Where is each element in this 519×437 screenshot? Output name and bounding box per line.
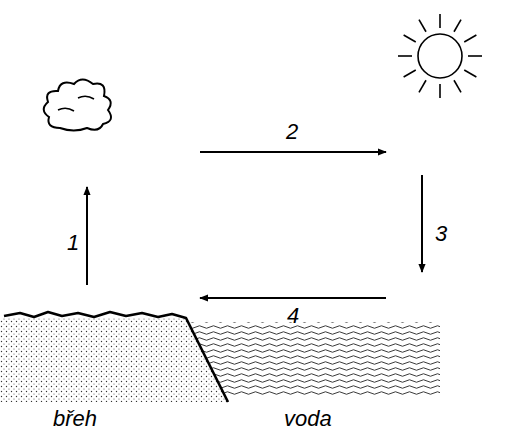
sun-ray	[439, 84, 441, 98]
sun-ray	[439, 14, 441, 28]
cloud-outline	[44, 80, 111, 131]
callout-number: 3	[435, 223, 447, 245]
sun-ray	[468, 55, 482, 57]
region-label: břeh	[53, 408, 97, 430]
sun-ray	[419, 20, 426, 32]
arrow-4	[200, 297, 386, 299]
callout-number: 2	[286, 121, 298, 143]
sun-ray	[404, 70, 416, 77]
sun-rays	[398, 14, 482, 98]
region-label: voda	[284, 408, 332, 430]
sun-ray	[404, 35, 416, 42]
sun-disc	[418, 34, 462, 78]
sun-ray	[454, 20, 461, 32]
callout-number: 4	[287, 305, 299, 327]
sun-ray	[398, 55, 412, 57]
arrow-2	[200, 151, 386, 153]
sun-symbol	[398, 14, 482, 98]
arrow-3	[421, 175, 423, 272]
landscape	[0, 312, 440, 402]
arrow-1	[86, 187, 88, 285]
cloud-detail	[58, 96, 94, 111]
shore-edge	[4, 312, 228, 402]
cloud-symbol	[44, 80, 111, 131]
cycle-arrows	[87, 152, 422, 298]
sun-ray	[464, 70, 476, 77]
water-surface	[188, 322, 440, 396]
sun-ray	[464, 35, 476, 42]
sun-ray	[419, 80, 426, 92]
callout-number: 1	[67, 232, 79, 254]
sun-ray	[454, 80, 461, 92]
